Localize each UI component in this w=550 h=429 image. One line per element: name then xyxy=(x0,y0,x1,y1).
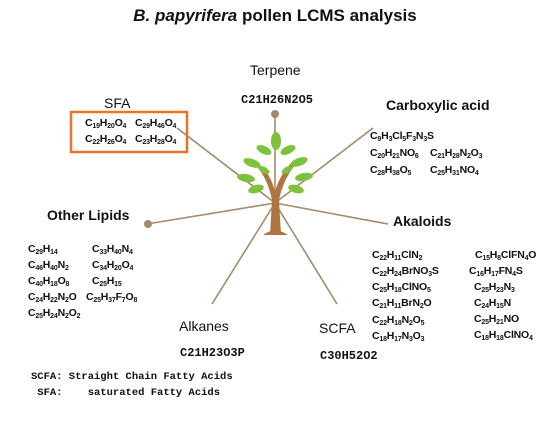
alkanes-formula: C21H23O3P xyxy=(180,346,245,360)
other-lipids-label: Other Lipids xyxy=(47,207,130,223)
alkaloids-formula: C22H24BrNO3S xyxy=(372,265,439,278)
sfa-label: SFA xyxy=(104,95,131,111)
other-lipids-formula: C34H20O4 xyxy=(92,259,134,272)
other-lipids-formula: C25H15 xyxy=(92,275,122,288)
carboxylic-formula: C21H28N2O3 xyxy=(430,147,483,160)
carboxylic-formula: C9H3Cl5F3N3S xyxy=(370,130,434,143)
sfa-formula: C22H26O4 xyxy=(85,133,127,146)
sfa-formula: C29H46O4 xyxy=(135,117,177,130)
other-lipids-formula: C33H40N4 xyxy=(92,243,133,256)
title-rest: pollen LCMS analysis xyxy=(237,6,417,25)
legend-scfa: SCFA: Straight Chain Fatty Acids xyxy=(31,371,233,383)
alkaloids-formula: C21H11BrN2O xyxy=(372,297,432,310)
page-title: B. papyrifera pollen LCMS analysis xyxy=(0,6,550,26)
carboxylic-label: Carboxylic acid xyxy=(386,97,490,113)
carboxylic-formula: C25H31NO4 xyxy=(430,164,479,177)
sfa-formula: C23H28O4 xyxy=(135,133,177,146)
alkaloids-formula: C15H8ClFN4O xyxy=(475,249,537,262)
terpene-node xyxy=(271,110,279,118)
other-lipids-formula: C40H18O8 xyxy=(28,275,70,288)
alkanes-label: Alkanes xyxy=(179,318,229,334)
carboxylic-formula: C20H21NO6 xyxy=(370,147,419,160)
other-lipids-node xyxy=(144,220,152,228)
alkaloids-formula: C25H23N3 xyxy=(474,281,515,294)
other-lipids-formula: C25H37F7O8 xyxy=(86,291,138,304)
other-lipids-formula: C46H40N2 xyxy=(28,259,69,272)
alkaloids-formula: C18H18ClNO4 xyxy=(474,329,533,342)
alkaloids-formula: C24H15N xyxy=(474,297,511,310)
other-lipids-formula: C25H24N2O2 xyxy=(28,307,81,320)
alkaloids-formula: C25H21NO xyxy=(474,313,519,326)
title-species: B. papyrifera xyxy=(133,6,238,25)
scfa-formula: C30H52O2 xyxy=(320,349,378,363)
alkaloids-formula: C25H18ClNO5 xyxy=(372,281,431,294)
carboxylic-formula: C28H38O5 xyxy=(370,164,412,177)
alkaloids-formula: C16H17FN4S xyxy=(469,265,523,278)
scfa-label: SCFA xyxy=(319,320,356,336)
alkaloids-formula: C22H18N2O5 xyxy=(372,314,425,327)
legend-sfa: SFA: saturated Fatty Acids xyxy=(31,387,221,399)
terpene-formula: C21H26N2O5 xyxy=(241,93,314,107)
terpene-label: Terpene xyxy=(250,62,301,78)
spoke-scfa xyxy=(274,202,338,305)
spoke-alkanes xyxy=(211,202,276,305)
spoke-alkaloids xyxy=(274,202,389,225)
spoke-other-lipids xyxy=(146,202,276,225)
other-lipids-formula: C24H22N2O xyxy=(28,291,77,304)
alkaloids-label: Akaloids xyxy=(393,213,452,229)
alkaloids-formula: C22H11ClN2 xyxy=(372,249,423,262)
sfa-formula: C19H20O4 xyxy=(85,117,127,130)
sfa-highlight-box xyxy=(69,110,189,154)
plant-icon xyxy=(237,132,313,235)
other-lipids-formula: C29H14 xyxy=(28,243,58,256)
alkaloids-formula: C18H17N3O3 xyxy=(372,330,425,343)
